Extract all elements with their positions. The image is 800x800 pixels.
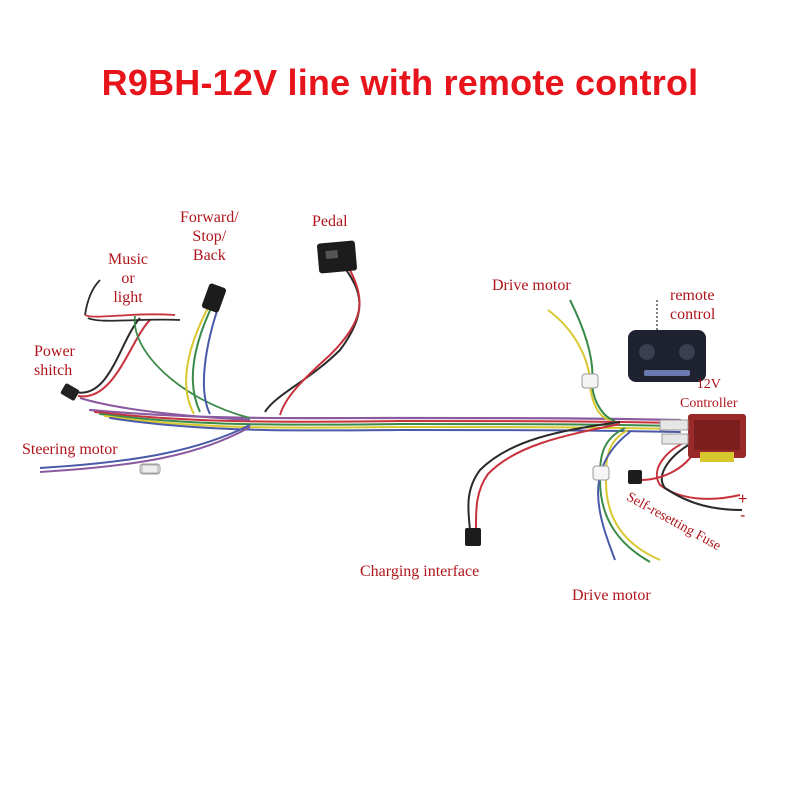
drive-motor-bottom-connector-icon bbox=[592, 465, 610, 481]
label-line: Back bbox=[192, 247, 226, 264]
music-light-wires bbox=[84, 279, 251, 419]
label-power-switch: Power shitch bbox=[34, 342, 75, 380]
label-line: Power bbox=[34, 343, 75, 360]
charging-connector-icon bbox=[465, 528, 481, 546]
label-minus: - bbox=[740, 507, 746, 524]
forward-switch-icon bbox=[201, 283, 227, 313]
label-line: Forward/ bbox=[180, 209, 239, 226]
label-controller: 12V Controller bbox=[680, 375, 738, 413]
drive-motor-top-wires bbox=[547, 299, 616, 422]
remote-control-icon bbox=[628, 300, 706, 382]
label-plus: + bbox=[738, 491, 748, 508]
label-remote-control: remote control bbox=[670, 286, 715, 324]
label-music-light: Music or light bbox=[108, 250, 148, 307]
label-drive-motor-top: Drive motor bbox=[492, 277, 571, 294]
label-line: 12V bbox=[696, 377, 721, 392]
label-pedal: Pedal bbox=[312, 213, 348, 230]
label-drive-motor-bottom: Drive motor bbox=[572, 587, 651, 604]
charging-wires bbox=[467, 421, 621, 531]
label-forward-stop-back: Forward/ Stop/ Back bbox=[180, 208, 239, 265]
label-line: remote bbox=[670, 287, 715, 304]
controller-box-icon bbox=[659, 414, 746, 462]
diagram-title: R9BH-12V line with remote control bbox=[101, 62, 699, 103]
label-charging-interface: Charging interface bbox=[360, 563, 480, 580]
drive-motor-top-connector-icon bbox=[581, 373, 599, 389]
label-steering-motor: Steering motor bbox=[22, 441, 118, 458]
power-switch-wires bbox=[74, 317, 251, 421]
label-line: or bbox=[121, 270, 135, 287]
pedal-wires bbox=[264, 267, 361, 416]
label-line: shitch bbox=[34, 362, 73, 379]
label-line: control bbox=[670, 306, 716, 323]
pedal-switch-icon bbox=[317, 240, 357, 274]
label-line: Controller bbox=[680, 396, 738, 411]
main-harness bbox=[88, 408, 682, 433]
forward-stop-back-wires bbox=[185, 299, 221, 415]
label-line: Stop/ bbox=[192, 228, 227, 245]
fuse-icon bbox=[628, 470, 642, 484]
label-line: light bbox=[113, 289, 143, 306]
power-switch-icon bbox=[60, 383, 80, 401]
steering-connector-icon bbox=[141, 464, 159, 474]
label-line: Music bbox=[108, 251, 148, 268]
